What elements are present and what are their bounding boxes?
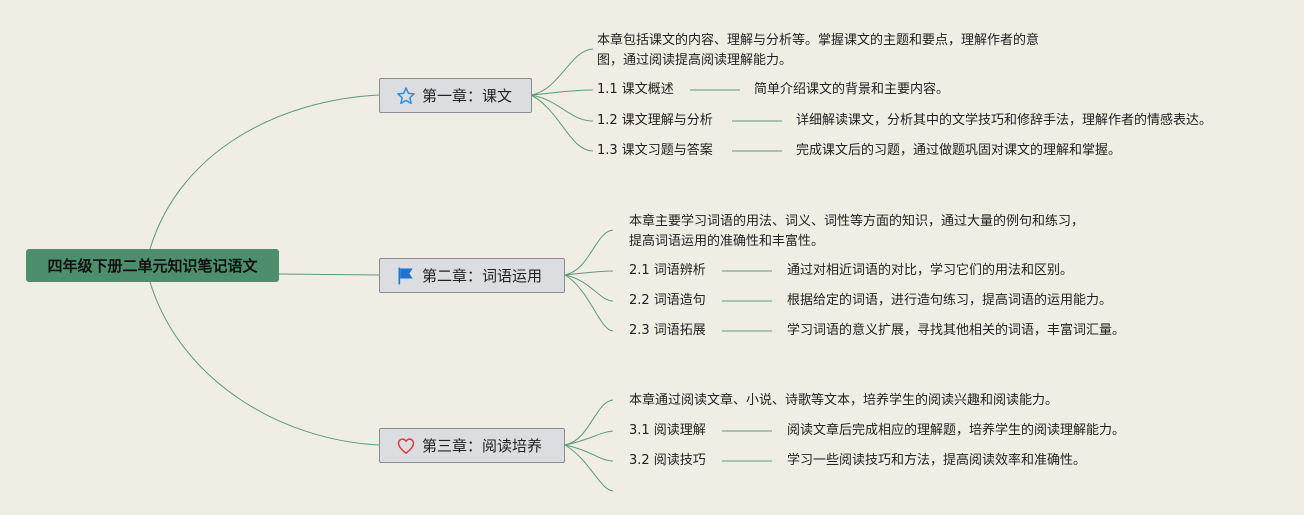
root-to-chapter-1-line <box>149 94 380 250</box>
chapter-1-item-1-label[interactable]: 1.1 课文概述 <box>597 82 674 97</box>
chapter-2-title: 第二章：词语运用 <box>422 267 543 285</box>
chapter-1-item-2-label[interactable]: 1.2 课文理解与分析 <box>597 113 713 128</box>
chapter-2-item-2-label[interactable]: 2.2 词语造句 <box>629 293 706 308</box>
chapter-2-item-1-desc: 通过对相近词语的对比，学习它们的用法和区别。 <box>787 263 1074 278</box>
ch2-intro-branch <box>564 229 614 276</box>
chapter-3-node[interactable]: 第三章：阅读培养 <box>379 428 565 463</box>
chapter-2-intro-line-2: 提高词语运用的准确性和丰富性。 <box>629 234 825 249</box>
chapter-2-item-3-desc: 学习词语的意义扩展，寻找其他相关的词语，丰富词汇量。 <box>787 323 1126 338</box>
chapter-1-item-2-desc: 详细解读课文，分析其中的文学技巧和修辞手法，理解作者的情感表达。 <box>796 113 1213 128</box>
ch1-intro-branch <box>530 48 594 96</box>
chapter-3-intro-line-1: 本章通过阅读文章、小说、诗歌等文本，培养学生的阅读兴趣和阅读能力。 <box>629 393 1059 408</box>
heart-outline-icon <box>396 436 416 456</box>
flag-icon <box>396 266 416 286</box>
chapter-1-item-1-desc: 简单介绍课文的背景和主要内容。 <box>754 82 950 97</box>
ch1-item1-branch <box>530 89 594 96</box>
chapter-1-intro-line-1: 本章包括课文的内容、理解与分析等。掌握课文的主题和要点，理解作者的意 <box>597 33 1040 48</box>
chapter-1-item-3-desc: 完成课文后的习题，通过做题巩固对课文的理解和掌握。 <box>796 143 1122 158</box>
chapter-2-item-1-label[interactable]: 2.1 词语辨析 <box>629 263 706 278</box>
chapter-3-item-2-label[interactable]: 3.2 阅读技巧 <box>629 453 706 468</box>
chapter-2-item-3-label[interactable]: 2.3 词语拓展 <box>629 323 706 338</box>
ch3-intro-branch <box>564 399 614 446</box>
chapter-1-intro-line-2: 图，通过阅读提高阅读理解能力。 <box>597 53 793 68</box>
ch3-item1-branch <box>564 430 614 446</box>
star-outline-icon <box>396 86 416 106</box>
ch1-item3-branch <box>530 94 594 152</box>
chapter-3-item-2-desc: 学习一些阅读技巧和方法，提高阅读效率和准确性。 <box>787 453 1087 468</box>
chapter-1-item-3-label[interactable]: 1.3 课文习题与答案 <box>597 143 713 158</box>
root-node[interactable]: 四年级下册二单元知识笔记语文 <box>26 249 279 282</box>
chapter-1-title: 第一章：课文 <box>422 87 513 105</box>
chapter-2-node[interactable]: 第二章：词语运用 <box>379 258 565 293</box>
chapter-3-title: 第三章：阅读培养 <box>422 437 543 455</box>
root-to-chapter-2-line <box>278 273 380 276</box>
chapter-2-intro-line-1: 本章主要学习词语的用法、词义、词性等方面的知识，通过大量的例句和练习， <box>629 214 1085 229</box>
root-to-chapter-3-line <box>149 281 380 446</box>
ch1-item2-branch <box>530 94 594 122</box>
root-title: 四年级下册二单元知识笔记语文 <box>47 257 258 275</box>
ch2-item3-branch <box>564 274 614 332</box>
ch2-item1-branch <box>564 270 614 276</box>
ch2-item2-branch <box>564 274 614 302</box>
chapter-3-item-1-desc: 阅读文章后完成相应的理解题，培养学生的阅读理解能力。 <box>787 423 1126 438</box>
ch3-extra-branch <box>564 444 614 492</box>
ch3-item2-branch <box>564 444 614 462</box>
chapter-3-item-1-label[interactable]: 3.1 阅读理解 <box>629 423 706 438</box>
chapter-2-item-2-desc: 根据给定的词语，进行造句练习，提高词语的运用能力。 <box>787 293 1113 308</box>
chapter-1-node[interactable]: 第一章：课文 <box>379 78 532 113</box>
